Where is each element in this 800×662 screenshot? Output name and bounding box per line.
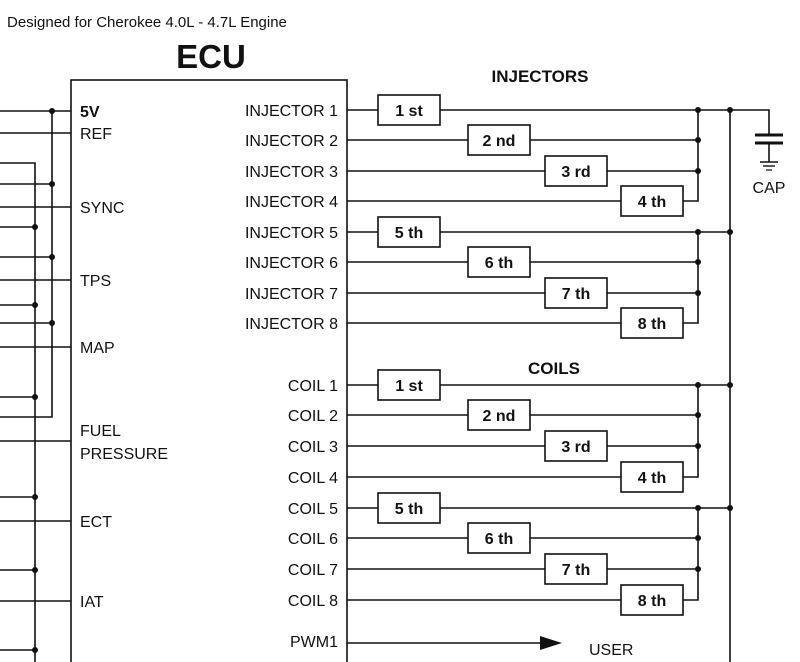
coil-firing-order-box bbox=[467, 399, 531, 431]
label-map: MAP bbox=[80, 340, 115, 357]
cap-label: CAP bbox=[753, 180, 786, 197]
junction-dot bbox=[32, 394, 38, 400]
injector-firing-order-box bbox=[377, 94, 441, 126]
diagram-subtitle: Designed for Cherokee 4.0L - 4.7L Engine bbox=[7, 14, 287, 31]
junction-dot bbox=[49, 181, 55, 187]
coil-firing-order-label: 8 th bbox=[638, 593, 666, 610]
left-wiring bbox=[0, 108, 71, 662]
injector-firing-order-box bbox=[544, 277, 608, 309]
label-sync: SYNC bbox=[80, 200, 124, 217]
label-ref: REF bbox=[80, 126, 112, 143]
coil-pin-3: COIL 3 bbox=[288, 439, 338, 456]
injector-firing-order-box bbox=[377, 216, 441, 248]
label-pressure: PRESSURE bbox=[80, 446, 168, 463]
coils-heading: COILS bbox=[528, 359, 580, 378]
junction-dot bbox=[32, 647, 38, 653]
injector-firing-order-box bbox=[467, 124, 531, 156]
junction-dot bbox=[727, 229, 733, 235]
coil-pin-2: COIL 2 bbox=[288, 408, 338, 425]
injector-pin-4: INJECTOR 4 bbox=[245, 194, 338, 211]
coil-pin-5: COIL 5 bbox=[288, 501, 338, 518]
injector-firing-order-label: 8 th bbox=[638, 316, 666, 333]
coil-pin-8: COIL 8 bbox=[288, 593, 338, 610]
coil-bus bbox=[683, 508, 699, 601]
coil-firing-order-box bbox=[544, 553, 608, 585]
ecu-box bbox=[70, 79, 348, 662]
injector-pin-3: INJECTOR 3 bbox=[245, 164, 338, 181]
injector-firing-order-label: 4 th bbox=[638, 194, 666, 211]
coil-firing-order-label: 1 st bbox=[395, 378, 423, 395]
injector-firing-order-box bbox=[620, 307, 684, 339]
coil-firing-order-label: 6 th bbox=[485, 531, 513, 548]
injector-bus bbox=[683, 232, 699, 324]
junction-dot bbox=[49, 254, 55, 260]
bus-5v bbox=[0, 111, 53, 418]
label-tps: TPS bbox=[80, 273, 111, 290]
injector-pin-7: INJECTOR 7 bbox=[245, 286, 338, 303]
pin-pwm1: PWM1 bbox=[290, 634, 338, 651]
junction-dot bbox=[32, 302, 38, 308]
label-fuel: FUEL bbox=[80, 423, 121, 440]
injector-firing-order-box bbox=[544, 155, 608, 187]
junction-dot bbox=[32, 567, 38, 573]
injector-firing-order-label: 5 th bbox=[395, 225, 423, 242]
junction-dot bbox=[727, 505, 733, 511]
coil-firing-order-box bbox=[620, 584, 684, 616]
coil-firing-order-box bbox=[377, 369, 441, 401]
ground-icon bbox=[760, 161, 778, 171]
junction-dot bbox=[32, 224, 38, 230]
coil-firing-order-box bbox=[467, 522, 531, 554]
coil-firing-order-box bbox=[544, 430, 608, 462]
injector-pin-6: INJECTOR 6 bbox=[245, 255, 338, 272]
coil-pin-6: COIL 6 bbox=[288, 531, 338, 548]
injector-bus bbox=[683, 110, 699, 202]
injector-firing-order-label: 7 th bbox=[562, 286, 590, 303]
pwm-target: USER bbox=[589, 642, 633, 659]
junction-dot bbox=[727, 382, 733, 388]
coil-firing-order-label: 3 rd bbox=[561, 439, 590, 456]
coil-group: COIL 1 1 st COIL 2 2 nd COIL 3 3 rd COIL 4 4 th… bbox=[288, 369, 730, 616]
injector-firing-order-box bbox=[620, 185, 684, 217]
coil-firing-order-box bbox=[620, 461, 684, 493]
injector-firing-order-label: 6 th bbox=[485, 255, 513, 272]
injectors-heading: INJECTORS bbox=[492, 67, 589, 86]
junction-dot bbox=[32, 494, 38, 500]
coil-firing-order-box bbox=[377, 492, 441, 524]
injector-firing-order-box bbox=[467, 246, 531, 278]
arrow-right-icon bbox=[540, 636, 562, 650]
coil-firing-order-label: 2 nd bbox=[483, 408, 516, 425]
injector-pin-2: INJECTOR 2 bbox=[245, 133, 338, 150]
label-iat: IAT bbox=[80, 594, 104, 611]
label-5v: 5V bbox=[80, 104, 100, 121]
coil-bus bbox=[683, 385, 699, 478]
coil-firing-order-label: 4 th bbox=[638, 470, 666, 487]
coil-firing-order-label: 7 th bbox=[562, 562, 590, 579]
bus-ground bbox=[0, 162, 36, 662]
injector-firing-order-label: 3 rd bbox=[561, 164, 590, 181]
injector-pin-5: INJECTOR 5 bbox=[245, 225, 338, 242]
capacitor-icon bbox=[730, 109, 783, 162]
coil-firing-order-label: 5 th bbox=[395, 501, 423, 518]
ecu-title: ECU bbox=[176, 38, 246, 75]
injector-pin-8: INJECTOR 8 bbox=[245, 316, 338, 333]
junction-dot bbox=[49, 320, 55, 326]
injector-firing-order-label: 2 nd bbox=[483, 133, 516, 150]
junction-dot bbox=[49, 108, 55, 114]
injector-group: INJECTOR 1 1 st INJECTOR 2 2 nd INJECTOR 3 3 … bbox=[245, 94, 730, 339]
coil-pin-7: COIL 7 bbox=[288, 562, 338, 579]
coil-pin-4: COIL 4 bbox=[288, 470, 338, 487]
coil-pin-1: COIL 1 bbox=[288, 378, 338, 395]
label-ect: ECT bbox=[80, 514, 112, 531]
injector-pin-1: INJECTOR 1 bbox=[245, 103, 338, 120]
injector-firing-order-label: 1 st bbox=[395, 103, 423, 120]
